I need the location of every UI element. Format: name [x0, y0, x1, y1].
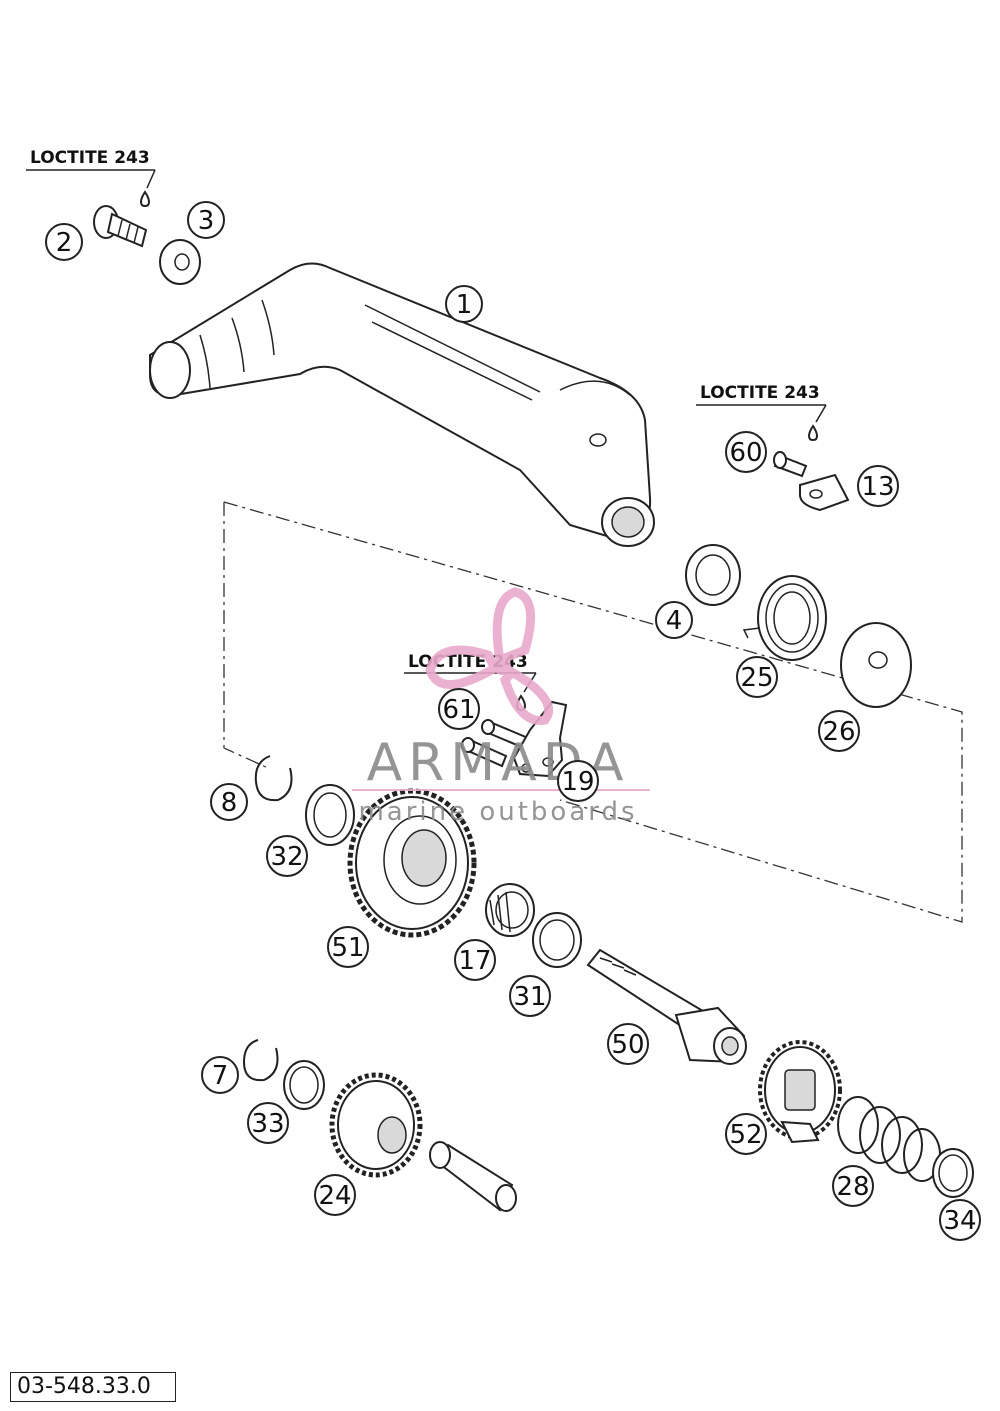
needle-bearing-17 [485, 883, 535, 937]
svg-text:26: 26 [822, 717, 855, 747]
adhesive-drop-icon [807, 424, 819, 442]
svg-text:28: 28 [836, 1172, 869, 1202]
callout-24: 24 [314, 1174, 356, 1216]
svg-text:33: 33 [251, 1109, 284, 1139]
callout-1: 1 [445, 285, 483, 323]
large-gear-51 [347, 788, 477, 938]
callout-4: 4 [655, 601, 693, 639]
washer-34 [932, 1148, 974, 1198]
callout-61: 61 [438, 688, 480, 730]
guide-plate-19 [512, 700, 568, 778]
callout-32: 32 [266, 835, 308, 877]
assembly-axis-line [223, 501, 963, 923]
svg-text:25: 25 [740, 663, 773, 693]
idler-gear-24 [329, 1072, 423, 1178]
kickstarter-shaft-50 [586, 948, 747, 1065]
idler-pin [429, 1141, 517, 1212]
svg-text:60: 60 [729, 438, 762, 468]
thrust-ring-4 [685, 544, 741, 606]
callout-17: 17 [454, 939, 496, 981]
svg-text:31: 31 [513, 982, 546, 1012]
washer-33 [283, 1060, 325, 1110]
svg-text:52: 52 [729, 1120, 762, 1150]
svg-text:50: 50 [611, 1030, 644, 1060]
callout-34: 34 [939, 1199, 981, 1241]
callout-33: 33 [247, 1102, 289, 1144]
svg-text:2: 2 [56, 228, 73, 258]
svg-text:51: 51 [331, 933, 364, 963]
cover-disc-26 [840, 622, 912, 708]
armada-watermark: ARMADA marine outboards [352, 587, 650, 827]
watermark-tagline: marine outboards [358, 797, 637, 827]
svg-text:8: 8 [221, 788, 238, 818]
callout-31: 31 [509, 975, 551, 1017]
callout-52: 52 [725, 1113, 767, 1155]
svg-text:19: 19 [561, 767, 594, 797]
svg-text:13: 13 [861, 472, 894, 502]
svg-text:24: 24 [318, 1181, 351, 1211]
callout-28: 28 [832, 1165, 874, 1207]
bolts-61 [461, 719, 530, 768]
svg-text:1: 1 [456, 290, 473, 320]
circlip-7 [242, 1039, 279, 1082]
callout-25: 25 [736, 656, 778, 698]
callout-19: 19 [557, 760, 599, 802]
svg-text:32: 32 [270, 842, 303, 872]
callout-8: 8 [210, 783, 248, 821]
callout-26: 26 [818, 710, 860, 752]
callout-2: 2 [45, 223, 83, 261]
ratchet-gear-52 [758, 1040, 842, 1144]
svg-text:17: 17 [458, 946, 491, 976]
svg-text:7: 7 [212, 1061, 229, 1091]
washer-3 [159, 239, 201, 285]
circlip-8 [254, 755, 293, 802]
svg-text:4: 4 [666, 606, 683, 636]
svg-text:34: 34 [943, 1206, 976, 1236]
torsion-spring-25 [742, 575, 827, 661]
kickstarter-lever [149, 262, 655, 547]
loctite-note-1: LOCTITE 243 [26, 148, 156, 208]
small-bolt-60 [773, 451, 808, 478]
callout-51: 51 [327, 926, 369, 968]
svg-text:LOCTITE 243: LOCTITE 243 [700, 383, 820, 403]
svg-text:LOCTITE 243: LOCTITE 243 [30, 148, 150, 168]
callout-50: 50 [607, 1023, 649, 1065]
callout-13: 13 [857, 465, 899, 507]
callout-7: 7 [201, 1056, 239, 1094]
adhesive-drop-icon [139, 190, 151, 208]
countersunk-screw [93, 205, 148, 248]
washer-31 [532, 912, 582, 968]
callout-3: 3 [187, 201, 225, 239]
loctite-note-2: LOCTITE 243 [696, 383, 827, 442]
diagram-reference-code: 03-548.33.0 [10, 1372, 176, 1402]
svg-text:61: 61 [442, 695, 475, 725]
bracket-13 [799, 473, 850, 512]
propeller-logo-icon [425, 587, 554, 725]
svg-text:3: 3 [198, 206, 215, 236]
washer-32 [305, 784, 355, 846]
callout-60: 60 [725, 431, 767, 473]
